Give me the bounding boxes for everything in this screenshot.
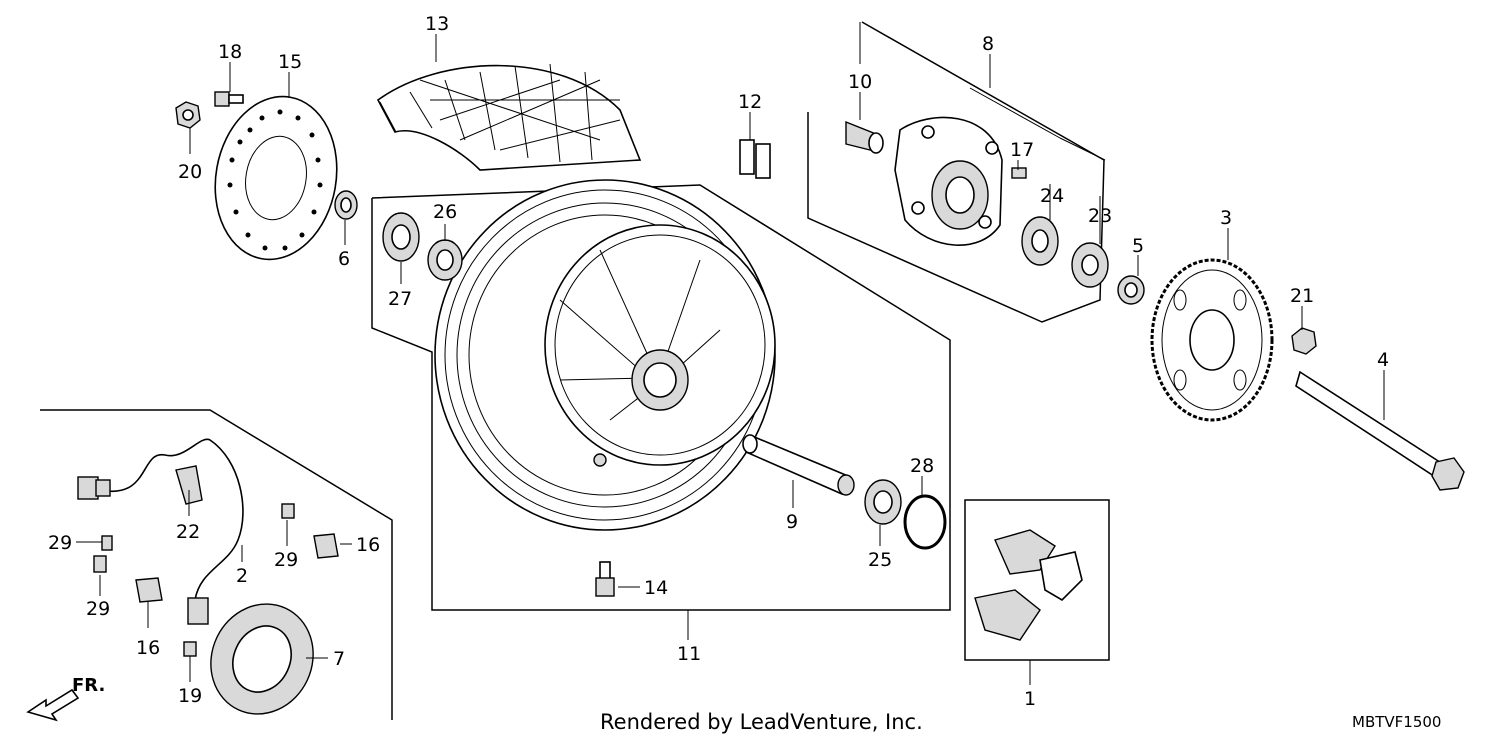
callout-16-right: 16 [356,534,380,556]
callout-21: 21 [1290,285,1314,307]
flange-collar[interactable] [845,120,884,154]
callout-1: 1 [1024,688,1036,710]
sensor-bolt-c[interactable] [281,503,295,519]
side-collar[interactable] [334,190,358,220]
callout-10: 10 [848,71,872,93]
damper-group-outline [964,499,1110,661]
callout-7: 7 [333,648,345,670]
callout-18: 18 [218,41,242,63]
callout-11: 11 [677,643,701,665]
final-driven-flange[interactable] [894,116,1003,246]
callout-12: 12 [738,91,762,113]
front-direction-arrow-icon [26,688,80,722]
o-ring[interactable] [903,494,947,550]
sensor-bolt-b[interactable] [93,555,107,573]
callout-19: 19 [178,685,202,707]
callout-25: 25 [868,549,892,571]
front-direction-label: FR. [72,675,106,696]
pulser-ring[interactable] [193,587,331,731]
callout-22: 22 [176,521,200,543]
flange-dust-seal[interactable] [1071,242,1109,288]
callout-14: 14 [644,577,668,599]
callout-labels: 13 15 18 20 6 27 26 12 10 8 17 24 23 5 3… [48,13,1389,710]
distance-collar[interactable] [742,434,855,496]
callout-29-right: 29 [274,549,298,571]
callout-6: 6 [338,248,350,270]
sensor-stay-lower[interactable] [135,577,163,603]
brake-disc[interactable] [203,87,350,269]
callout-8: 8 [982,33,994,55]
callout-24: 24 [1040,185,1064,207]
wheel-group-outline [371,184,951,611]
wheel-bearing-left[interactable] [382,212,420,262]
sprocket-nut[interactable] [1291,327,1317,355]
tire-valve[interactable] [595,561,615,597]
callout-2: 2 [236,565,248,587]
dust-seal-left[interactable] [427,239,463,281]
diagram-code: MBTVF1500 [1352,713,1442,731]
rear-axle[interactable] [1295,370,1465,491]
sensor-bolt-d[interactable] [183,641,197,657]
wheel-bearing-right[interactable] [864,479,902,525]
hub-group-outline [807,21,1105,323]
rear-wheel[interactable] [434,179,776,531]
callout-16-lower: 16 [136,637,160,659]
flange-stud[interactable] [1011,167,1027,179]
driven-sprocket[interactable] [1150,258,1274,422]
callout-13: 13 [425,13,449,35]
callout-28: 28 [910,455,934,477]
callout-29-left: 29 [48,532,72,554]
callout-27: 27 [388,288,412,310]
sensor-clamp[interactable] [175,465,203,505]
balance-weight[interactable] [739,139,771,179]
abs-sensor-wire[interactable] [77,438,244,625]
side-collar-right[interactable] [1117,275,1145,305]
disc-nut[interactable] [175,101,201,129]
render-credit: Rendered by LeadVenture, Inc. [600,710,923,734]
hugger-fender[interactable] [376,63,642,171]
sensor-bolt-a[interactable] [101,535,113,551]
abs-group-outline [40,409,393,720]
callout-9: 9 [786,511,798,533]
callout-5: 5 [1132,235,1144,257]
callout-4: 4 [1377,349,1389,371]
callout-20: 20 [178,161,202,183]
callout-26: 26 [433,201,457,223]
callout-15: 15 [278,51,302,73]
disc-bolt[interactable] [214,91,244,107]
sensor-stay-upper[interactable] [313,533,339,559]
callout-23: 23 [1088,205,1112,227]
callout-3: 3 [1220,207,1232,229]
wheel-damper-rubber[interactable] [974,529,1083,641]
leader-lines [76,22,1385,685]
callout-29-lower: 29 [86,598,110,620]
callout-17: 17 [1010,139,1034,161]
flange-bearing[interactable] [1021,216,1059,266]
